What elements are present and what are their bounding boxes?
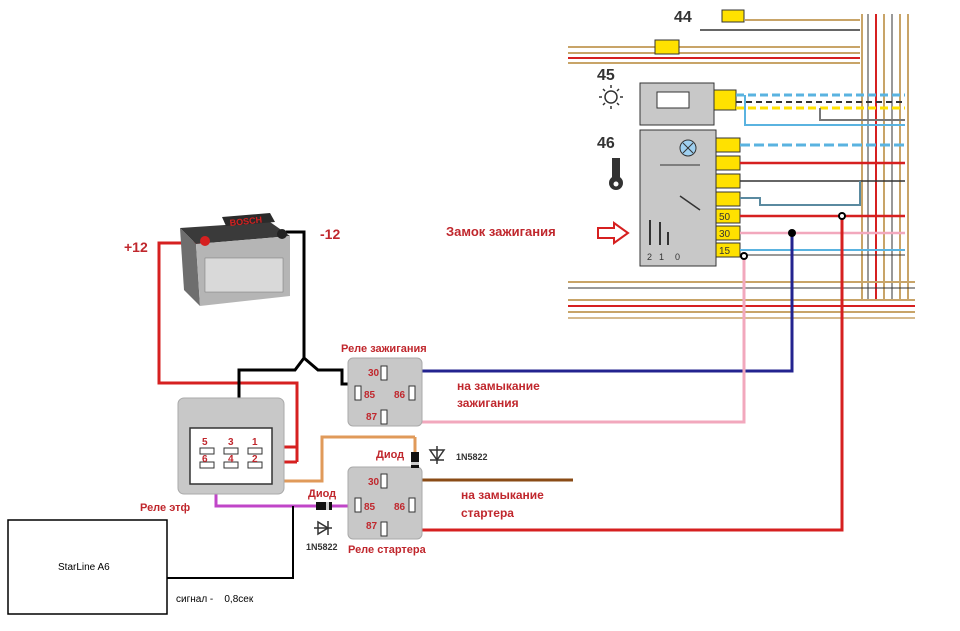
relay-ignition-note-2: зажигания [457,396,519,410]
diode-top-part: 1N5822 [456,452,488,462]
battery: BOSCH [180,213,290,306]
relay-etf-pin-3: 3 [228,437,234,448]
relay-starter-pin-86: 86 [394,502,406,513]
wires [157,217,844,579]
diode-symbol-icon [314,520,332,536]
relay-etf-pin-6: 6 [202,454,208,465]
relay-etf-pin-1: 1 [252,437,258,448]
lock-position-2: 2 [647,252,652,262]
relay-starter-title: Реле стартера [348,544,427,556]
relay-ignition-pin-86: 86 [394,390,406,401]
relay-etf: 5 3 1 6 4 2 [177,397,285,495]
relay-ignition-note-1: на замыкание [457,379,540,393]
relay-etf-pin-4: 4 [228,454,234,465]
relay-starter-note-1: на замыкание [461,488,544,502]
vehicle-harness [568,9,915,319]
relay-ignition: 30 85 86 87 [347,357,423,427]
arrow-right-icon [597,221,630,245]
lock-pin-15: 15 [719,246,731,257]
starline-name: StarLine A6 [58,562,110,573]
relay-etf-pin-5: 5 [202,437,208,448]
starline-unit [7,519,168,615]
relay-ignition-pin-85: 85 [364,390,376,401]
lock-pin-30: 30 [719,229,731,240]
component-ref-45: 45 [597,67,615,84]
relay-ignition-pin-87: 87 [366,412,378,423]
relay-etf-title: Реле этф [140,502,191,514]
key-icon [609,158,623,190]
battery-brand-label: BOSCH [229,215,262,228]
relay-starter: 30 85 86 87 [347,466,423,540]
diode-bottom-label: Диод [308,488,336,500]
ignition-lock-label: Замок зажигания [446,224,556,239]
relay-starter-note-2: стартера [461,506,514,520]
lock-position-0: 0 [675,252,680,262]
diode-bottom [314,502,332,536]
starline-signal: сигнал - 0,8сек [176,594,254,605]
diode-top-label: Диод [376,449,404,461]
relay-ignition-title: Реле зажигания [341,343,427,355]
relay-ignition-pin-30: 30 [368,368,380,379]
lamp-icon [599,85,623,109]
relay-starter-pin-87: 87 [366,521,378,532]
diode-bottom-part: 1N5822 [306,542,338,552]
relay-etf-pin-2: 2 [252,454,258,465]
relay-starter-pin-30: 30 [368,477,380,488]
diode-top [411,446,446,468]
junction-dots [740,212,846,260]
lock-position-1: 1 [659,252,664,262]
battery-minus-label: -12 [320,226,340,242]
component-ref-44: 44 [674,9,692,26]
component-ref-46: 46 [597,135,615,152]
diode-symbol-icon [428,446,446,464]
lock-pin-50: 50 [719,212,731,223]
battery-plus-label: +12 [124,239,148,255]
relay-starter-pin-85: 85 [364,502,376,513]
